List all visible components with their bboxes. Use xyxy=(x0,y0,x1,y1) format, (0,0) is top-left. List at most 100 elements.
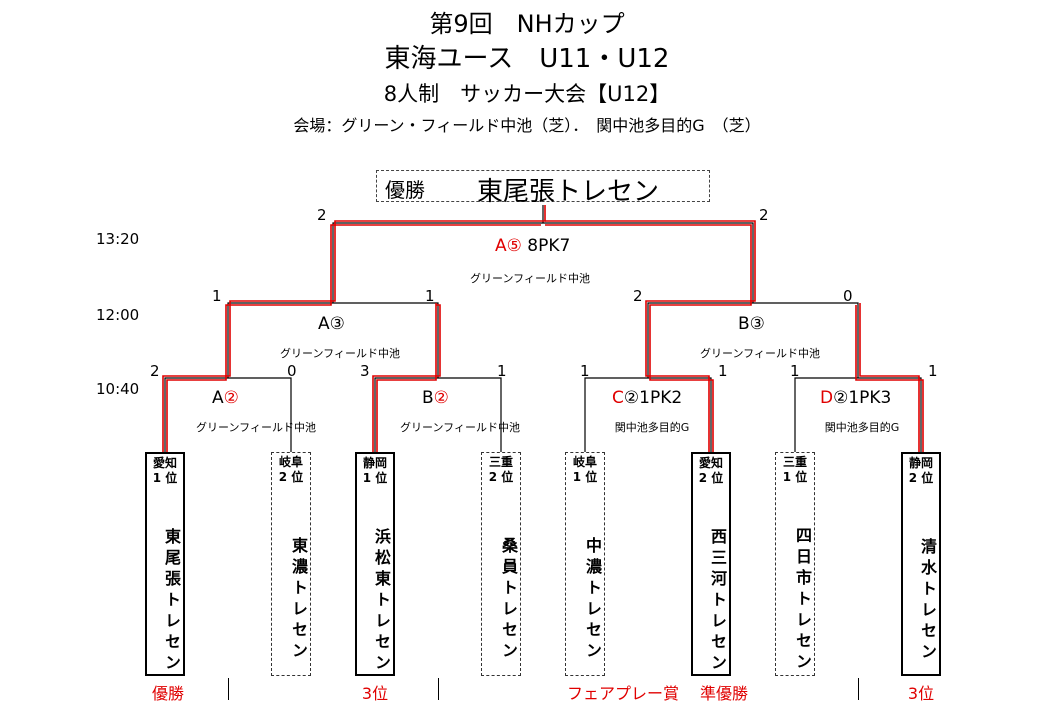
final-match-label: A⑤ 8PK7 xyxy=(495,236,570,256)
q2-match-label: B② xyxy=(422,388,449,408)
tournament-name: 8人制 サッカー大会【U12】 xyxy=(383,82,671,106)
team-rank: 1 位 xyxy=(782,470,808,484)
q1-match-code-b: ② xyxy=(223,388,239,408)
winner-path-line-inner xyxy=(166,224,541,452)
q4-score-right: 1 xyxy=(928,362,938,380)
q3-venue: 関中池多目的G xyxy=(614,421,690,434)
q1-venue: グリーンフィールド中池 xyxy=(196,421,316,434)
q3-match-label: C②1PK2 xyxy=(612,388,682,408)
q3-bracket-line xyxy=(584,377,712,452)
q3-match-code-b: ② xyxy=(623,388,640,408)
q3-winner-line-outer xyxy=(545,220,756,452)
q2-score-right: 1 xyxy=(497,362,507,380)
semi-right-match-code: B③ xyxy=(738,314,765,334)
team-pref: 静岡 xyxy=(908,456,933,470)
final-score-left: 2 xyxy=(317,206,327,224)
champion-box: 優勝 東尾張トレセン xyxy=(376,170,710,207)
semi-left-match-code: A③ xyxy=(318,314,345,334)
semi-right-venue: グリーンフィールド中池 xyxy=(700,347,820,360)
q3-score-right: 1 xyxy=(718,362,728,380)
q4-winner-line-outer xyxy=(859,303,920,452)
q4-venue: 関中池多目的G xyxy=(824,421,900,434)
q4-score-left: 1 xyxy=(790,362,800,380)
semi-right-score-right: 0 xyxy=(843,287,853,305)
team-rank: 1 位 xyxy=(572,470,598,484)
q2-match-code-a: B xyxy=(422,388,434,408)
result-divider xyxy=(228,678,229,700)
result-divider xyxy=(858,678,859,700)
semi-right-bracket-line xyxy=(647,302,859,378)
team-name: 東濃トレセン xyxy=(289,537,308,663)
final-score-right: 2 xyxy=(759,206,769,224)
q2-venue: グリーンフィールド中池 xyxy=(400,421,520,434)
result-third-right: 3位 xyxy=(907,684,935,703)
q1-bracket-line xyxy=(164,377,292,452)
team-rank: 2 位 xyxy=(488,470,514,484)
result-third-left: 3位 xyxy=(361,684,389,703)
team-name: 清水トレセン xyxy=(918,538,937,664)
time-semi: 12:00 xyxy=(96,306,140,324)
final-match-extra: 8PK7 xyxy=(521,236,571,256)
team-rank: 1 位 xyxy=(362,471,388,485)
team-pref: 愛知 xyxy=(152,456,177,470)
semi-right-score-left: 2 xyxy=(633,287,643,305)
q2-winner-line-inner xyxy=(376,303,437,452)
team-pref: 三重 xyxy=(782,455,807,469)
team-rank: 2 位 xyxy=(278,470,304,484)
team-name: 中濃トレセン xyxy=(583,537,602,663)
result-runner-up: 準優勝 xyxy=(699,684,749,703)
q1-match-code-a: A xyxy=(212,388,224,408)
q4-bracket-line xyxy=(794,377,922,452)
q1-score-right: 0 xyxy=(287,362,297,380)
q2-match-code-b: ② xyxy=(433,388,449,408)
q3-score-left: 1 xyxy=(580,362,590,380)
champion-label: 優勝 xyxy=(385,178,425,202)
semi-left-bracket-line xyxy=(227,302,439,378)
q4-match-label: D②1PK3 xyxy=(820,388,891,408)
team-rank: 1 位 xyxy=(152,471,178,485)
team-name: 西三河トレセン xyxy=(708,527,727,675)
team-rank: 2 位 xyxy=(908,471,934,485)
final-bracket-line xyxy=(332,222,754,303)
q4-match-code-a: D xyxy=(820,388,834,408)
q4-match-extra: 1PK3 xyxy=(848,388,892,408)
venue-info: 会場：グリーン・フィールド中池（芝）． 関中池多目的G （芝） xyxy=(293,116,761,135)
q3-winner-line-inner xyxy=(545,224,752,452)
team-name: 浜松東トレセン xyxy=(372,527,391,675)
q3-match-extra: 1PK2 xyxy=(639,388,683,408)
result-divider xyxy=(438,678,439,700)
q2-score-left: 3 xyxy=(360,362,370,380)
team-pref: 岐阜 xyxy=(572,455,597,469)
team-name: 桑員トレセン xyxy=(499,537,518,663)
time-quarter: 10:40 xyxy=(96,380,140,398)
team-rank: 2 位 xyxy=(698,471,724,485)
q1-match-label: A② xyxy=(212,388,239,408)
final-venue: グリーンフィールド中池 xyxy=(470,272,590,285)
event-title: 第9回 NHカップ xyxy=(429,10,625,38)
q4-match-code-b: ② xyxy=(833,388,849,408)
q3-match-code-a: C xyxy=(612,388,624,408)
q4-winner-line-inner xyxy=(855,305,924,452)
semi-left-score-left: 1 xyxy=(212,287,222,305)
winner-path-line-outer xyxy=(162,205,546,452)
team-pref: 三重 xyxy=(488,455,513,469)
semi-left-score-right: 1 xyxy=(425,287,435,305)
team-pref: 愛知 xyxy=(698,456,723,470)
